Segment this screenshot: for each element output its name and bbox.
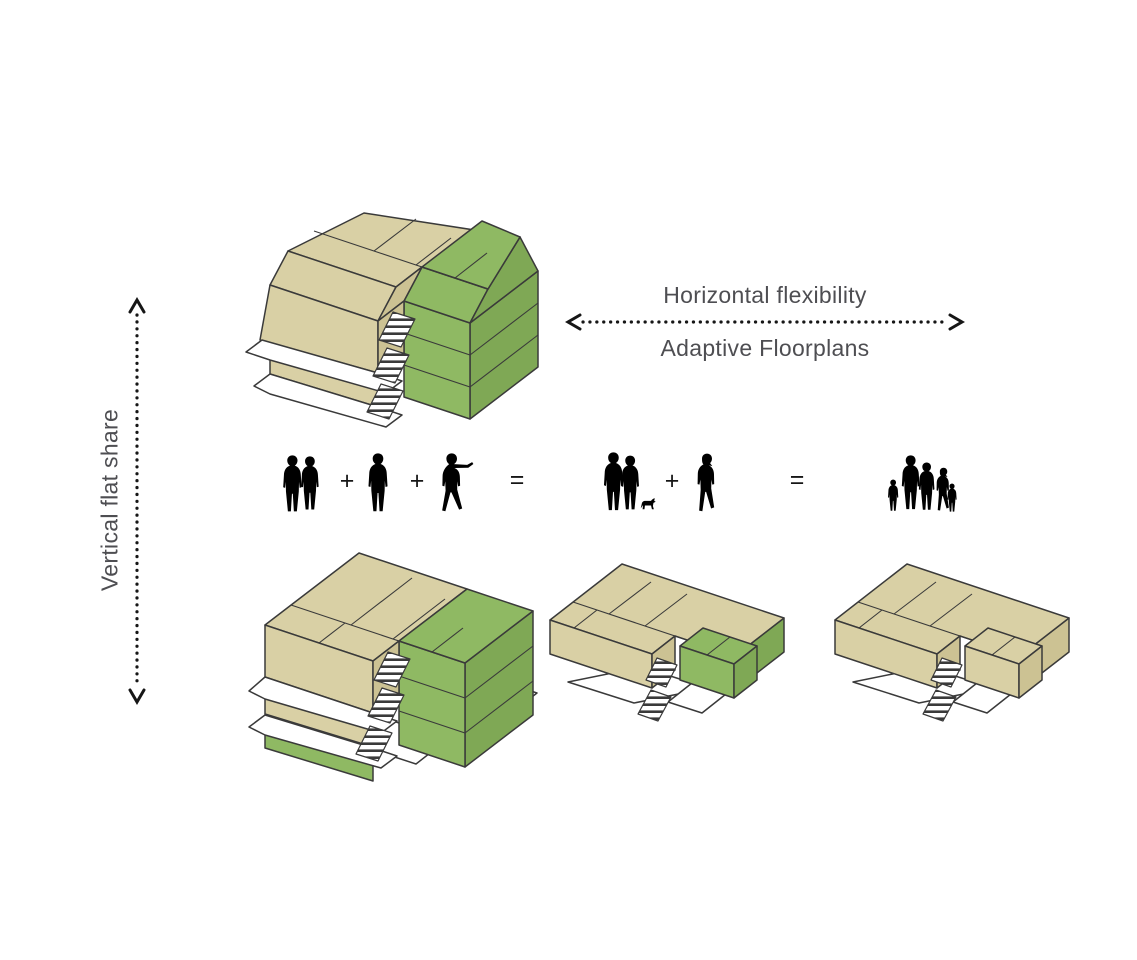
- plus-operator: +: [339, 467, 355, 495]
- horizontal-axis-label-top: Horizontal flexibility: [663, 282, 867, 308]
- building-bottom-right-single-flat: [834, 563, 1070, 722]
- walking-person-icon: [434, 452, 476, 514]
- equals-operator: =: [509, 466, 525, 494]
- vertical-axis-label: Vertical flat share: [96, 408, 123, 592]
- horizontal-dotted-double-arrow: [565, 313, 965, 331]
- building-bottom-middle-two-flats: [549, 563, 785, 722]
- building-bottom-left-shared: [248, 552, 538, 782]
- family-with-dog-icon: [600, 450, 660, 514]
- building-top-left-vertical-flat-share: [245, 212, 539, 428]
- plus-operator: +: [409, 467, 425, 495]
- single-person-icon: [364, 452, 392, 514]
- plus-operator: +: [664, 467, 680, 495]
- couple-icon: [278, 452, 326, 514]
- large-family-group-icon: [886, 454, 960, 514]
- horizontal-axis-label-bottom: Adaptive Floorplans: [660, 335, 870, 361]
- vertical-dotted-double-arrow: [128, 297, 146, 705]
- equals-operator: =: [789, 466, 805, 494]
- walking-woman-icon: [690, 452, 724, 514]
